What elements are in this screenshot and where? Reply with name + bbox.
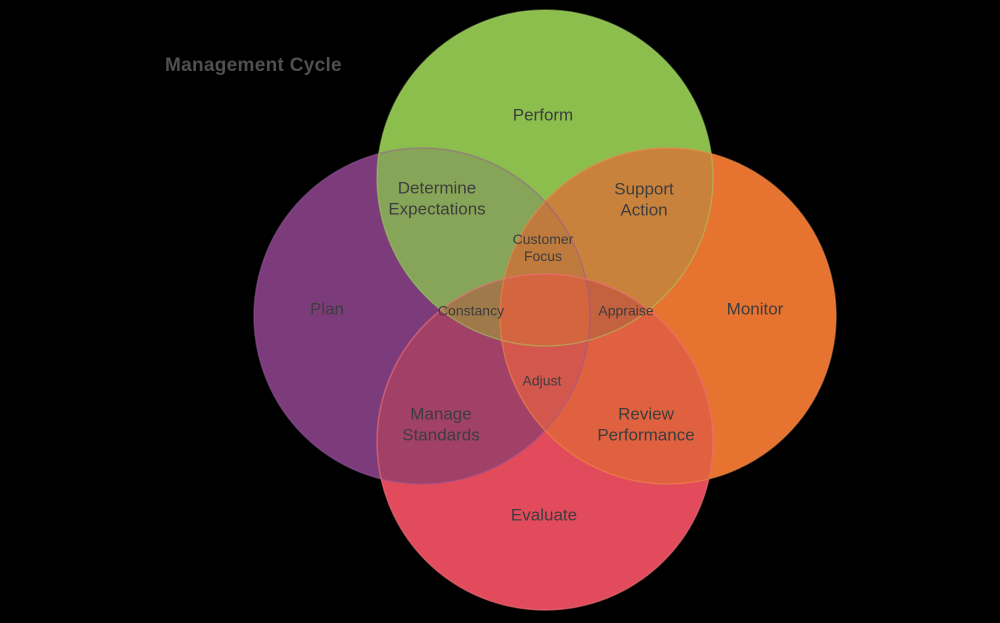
circle-evaluate-rim (376, 273, 714, 611)
label-evaluate: Evaluate (510, 505, 578, 525)
circle-monitor-rim (499, 147, 837, 485)
label-support-action: Support Action (614, 179, 674, 219)
circle-plan-rim (253, 147, 591, 485)
label-review-performance: Review Performance (597, 404, 695, 444)
label-monitor: Monitor (726, 299, 784, 319)
label-plan: Plan (309, 299, 345, 319)
label-adjust: Adjust (522, 372, 562, 389)
label-constancy: Constancy (437, 302, 505, 319)
label-determine-expectations: Determine Expectations (388, 178, 486, 218)
label-customer-focus: Customer Focus (512, 230, 574, 264)
circle-perform-rim (376, 9, 714, 347)
label-perform: Perform (512, 105, 574, 125)
label-appraise: Appraise (598, 302, 654, 319)
diagram-title: Management Cycle (165, 55, 342, 76)
label-manage-standards: Manage Standards (402, 404, 480, 444)
